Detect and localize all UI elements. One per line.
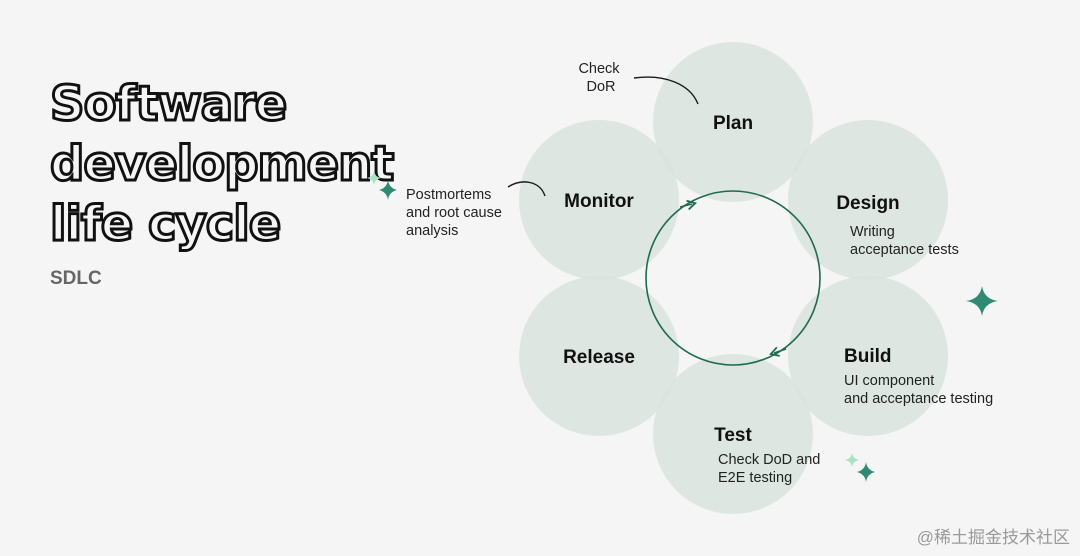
title-line-2: development <box>48 136 395 192</box>
stage-label-build: Build <box>844 346 892 367</box>
cycle-ring <box>645 190 821 366</box>
sparkle-large-icon <box>966 286 998 316</box>
stage-label-monitor: Monitor <box>564 191 634 212</box>
subtitle: SDLC <box>50 268 102 289</box>
sparkle-dark-icon <box>379 180 397 200</box>
stage-circle-release <box>519 276 679 436</box>
title-line-3: life cycle <box>48 196 282 252</box>
stage-label-design: Design <box>836 193 899 214</box>
design-note-line-1: Writing <box>850 224 895 240</box>
postmortems-line-3: analysis <box>406 223 458 239</box>
sparkle-light-small-icon <box>845 453 859 467</box>
stage-circle-plan <box>653 42 813 202</box>
test-note-line-1: Check DoD and <box>718 452 820 468</box>
stage-circle-monitor <box>519 120 679 280</box>
sparkle-dark-small-icon <box>857 462 875 482</box>
sparkle-light-icon <box>367 171 381 185</box>
check-dor-line-2: DoR <box>586 79 615 95</box>
stage-circle-test <box>653 354 813 514</box>
postmortems-line-2: and root cause <box>406 205 502 221</box>
stage-label-test: Test <box>714 425 752 446</box>
postmortems-line-1: Postmortems <box>406 187 491 203</box>
design-note-line-2: acceptance tests <box>850 242 959 258</box>
check-dor-connector <box>633 76 699 105</box>
stage-circle-design <box>788 120 948 280</box>
build-note-line-2: and acceptance testing <box>844 391 993 407</box>
stage-label-release: Release <box>563 347 635 368</box>
build-note-line-1: UI component <box>844 373 934 389</box>
stage-label-plan: Plan <box>713 113 753 134</box>
watermark: @稀土掘金技术社区 <box>916 528 1070 547</box>
postmortems-connector <box>507 181 546 197</box>
cycle-arrow-bottom <box>769 346 787 357</box>
check-dor-line-1: Check <box>578 61 620 77</box>
stage-circle-build <box>788 276 948 436</box>
test-note-line-2: E2E testing <box>718 470 792 486</box>
title-line-1: Software <box>48 76 288 132</box>
cycle-arrow-top <box>679 199 698 211</box>
